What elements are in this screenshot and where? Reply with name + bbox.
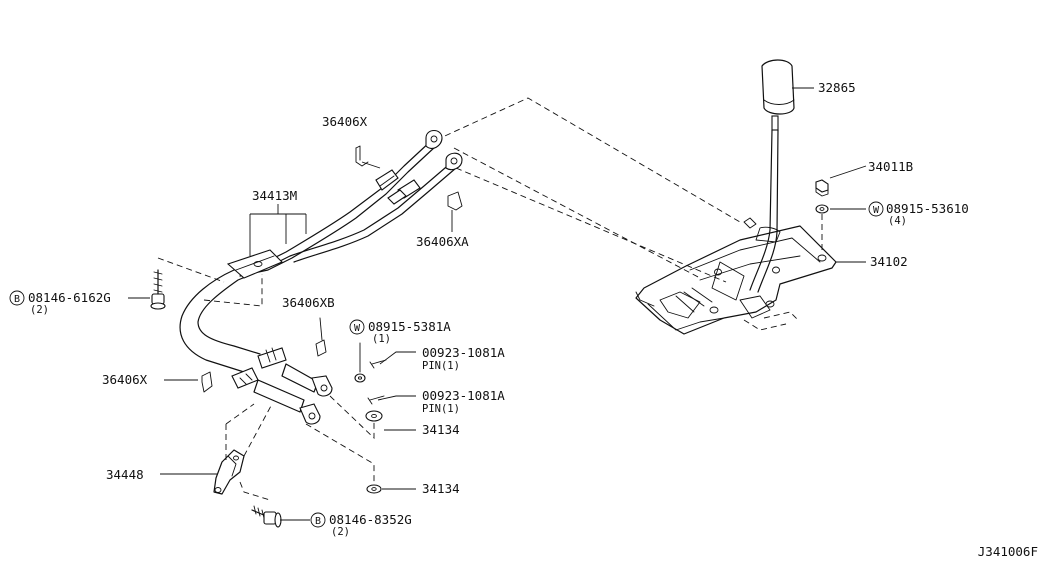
washer-prefix-W: W xyxy=(873,205,880,216)
qty-08146-6162G: (2) xyxy=(30,304,49,316)
clip-36406X-top-drawing xyxy=(355,145,381,169)
pin-lower-drawing xyxy=(367,395,385,405)
label-34102: 34102 xyxy=(870,254,908,269)
label-08915-5381A: W 08915-5381A (1) xyxy=(349,319,451,345)
part-08915-5381A: 08915-5381A xyxy=(368,319,451,334)
washer-34134-lower-drawing xyxy=(366,484,382,494)
washer-08915-5381A-drawing xyxy=(354,342,366,383)
label-36406XB: 36406XB xyxy=(282,295,335,310)
label-pin-upper: 00923-1081A PIN(1) xyxy=(422,345,505,372)
bolt-prefix-B-upper: B xyxy=(14,294,20,305)
shift-cables-drawing xyxy=(179,129,463,425)
part-08146-6162G: 08146-6162G xyxy=(28,290,111,305)
label-36406X-top: 36406X xyxy=(322,114,368,129)
cable-to-shifter-dashlines xyxy=(435,97,741,283)
pin-qty-upper: PIN(1) xyxy=(422,360,460,372)
pin-upper-drawing xyxy=(369,359,387,369)
qty-08915-53610: (4) xyxy=(888,215,907,227)
label-08146-8352G: B 08146-8352G (2) xyxy=(310,512,412,538)
washer-08915-53610-drawing xyxy=(815,204,829,214)
label-34134-lower: 34134 xyxy=(422,481,460,496)
washer-prefix-W-small: W xyxy=(354,323,361,334)
part-08915-53610: 08915-53610 xyxy=(886,201,969,216)
label-36406X-left: 36406X xyxy=(102,372,148,387)
label-34413M-bracket xyxy=(249,204,307,256)
label-34134-upper: 34134 xyxy=(422,422,460,437)
part-00923-1081A-lower: 00923-1081A xyxy=(422,388,505,403)
qty-08146-8352G: (2) xyxy=(331,526,350,538)
bolt-08146-8352G-drawing xyxy=(251,505,282,528)
shift-lever-rod-drawing xyxy=(749,129,781,293)
bracket-34448-drawing xyxy=(213,403,273,501)
label-32865: 32865 xyxy=(818,80,856,95)
diagram-code: J341006F xyxy=(978,544,1038,559)
washer-dashlines xyxy=(305,395,375,484)
washer-34134-upper-drawing xyxy=(365,410,383,422)
bolt-prefix-B-lower: B xyxy=(315,516,321,527)
label-pin-lower: 00923-1081A PIN(1) xyxy=(422,388,505,415)
clip-36406XA-drawing xyxy=(447,191,463,232)
nut-34011B-drawing xyxy=(815,179,829,197)
bolt-08146-6162G-drawing xyxy=(150,269,166,310)
label-34448: 34448 xyxy=(106,467,144,482)
part-08146-8352G: 08146-8352G xyxy=(329,512,412,527)
pin-qty-lower: PIN(1) xyxy=(422,403,460,415)
clip-36406XB-drawing xyxy=(315,317,327,357)
clip-36406X-left-drawing xyxy=(201,371,213,393)
leader-lines xyxy=(128,87,867,521)
label-34011B: 34011B xyxy=(868,159,913,174)
shift-knob-drawing xyxy=(761,59,795,131)
shifter-base-drawing xyxy=(635,217,837,335)
bolt-upper-dashlines xyxy=(157,257,263,307)
part-00923-1081A-upper: 00923-1081A xyxy=(422,345,505,360)
label-36406XA: 36406XA xyxy=(416,234,469,249)
label-08146-6162G: B 08146-6162G (2) xyxy=(9,290,111,316)
label-08915-53610: W 08915-53610 (4) xyxy=(868,201,969,227)
label-34413M: 34413M xyxy=(252,188,297,203)
qty-08915-5381A: (1) xyxy=(372,333,391,345)
